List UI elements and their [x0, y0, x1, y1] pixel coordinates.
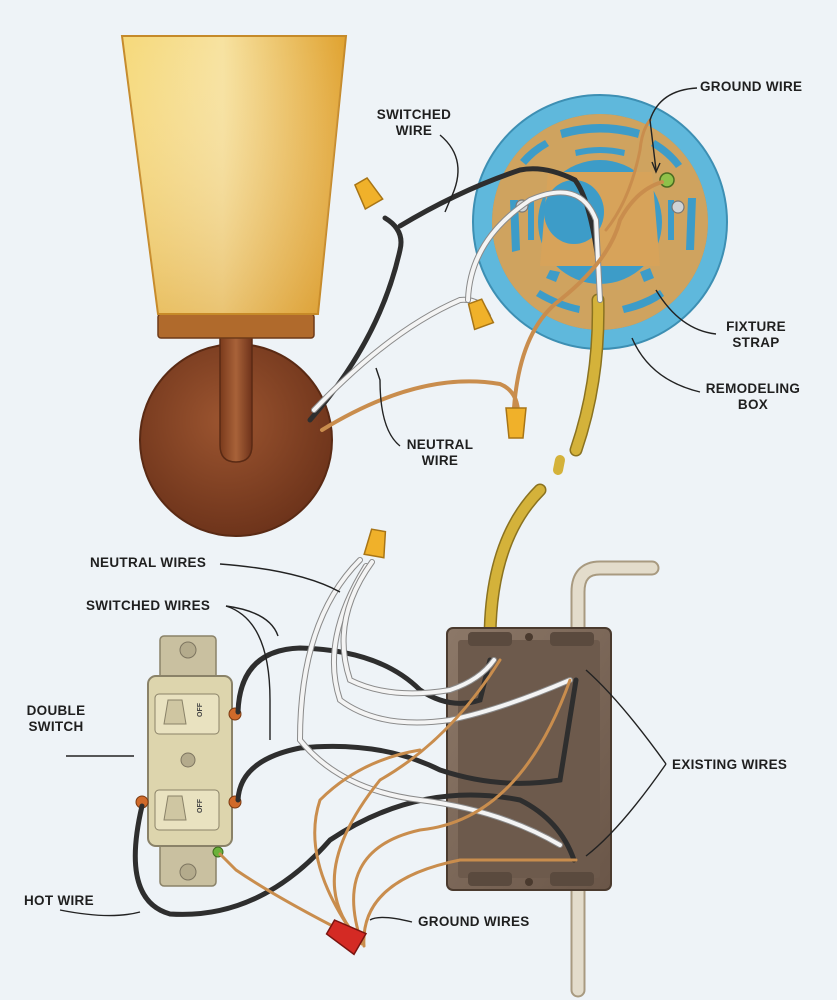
- label-remodeling-box-line2: BOX: [737, 397, 769, 412]
- label-ground-wire: GROUND WIRE: [700, 79, 803, 94]
- label-remodeling-box-line1: REMODELING: [705, 381, 801, 396]
- label-fixture-strap-line1: FIXTURE: [726, 319, 786, 334]
- label-ground-wires: GROUND WIRES: [418, 914, 530, 929]
- ground-wire-nut: [325, 919, 368, 956]
- label-switched-wires: SWITCHED WIRES: [86, 598, 211, 613]
- label-fixture-strap: FIXTURE STRAP: [716, 319, 796, 351]
- label-switched-wire-line2: WIRE: [395, 123, 433, 138]
- label-neutral-wires: NEUTRAL WIRES: [90, 555, 207, 570]
- label-neutral-wire-line2: WIRE: [421, 453, 459, 468]
- sconce: [120, 35, 348, 537]
- switch-bottom-off-text: OFF: [197, 798, 204, 813]
- label-fixture-strap-line2: STRAP: [732, 335, 780, 350]
- nm-cable: [483, 293, 660, 998]
- double-switch: [135, 635, 242, 887]
- sconce-arm: [219, 329, 253, 463]
- label-hot-wire: HOT WIRE: [24, 893, 94, 908]
- switch-wires: [132, 557, 579, 948]
- remodeling-box: [472, 94, 728, 350]
- label-neutral-wire: NEUTRAL WIRE: [400, 437, 480, 469]
- sconce-collar: [157, 313, 315, 339]
- label-switched-wire-line1: SWITCHED: [376, 107, 452, 122]
- label-switched-wire: SWITCHED WIRE: [372, 107, 456, 139]
- label-double-switch-line1: DOUBLE: [26, 703, 86, 718]
- label-neutral-wire-line1: NEUTRAL: [406, 437, 474, 452]
- label-double-switch: DOUBLE SWITCH: [16, 703, 96, 735]
- wire-nuts-fixture: [353, 176, 527, 439]
- junction-box: [446, 627, 612, 891]
- switch-top-off-text: OFF: [197, 702, 204, 717]
- label-existing-wires: EXISTING WIRES: [672, 757, 788, 772]
- label-remodeling-box: REMODELING BOX: [700, 381, 806, 413]
- ground-screw: [659, 172, 675, 188]
- label-double-switch-line2: SWITCH: [28, 719, 84, 734]
- wire-nuts-switch: [325, 528, 387, 956]
- leader-lines: [59, 87, 717, 923]
